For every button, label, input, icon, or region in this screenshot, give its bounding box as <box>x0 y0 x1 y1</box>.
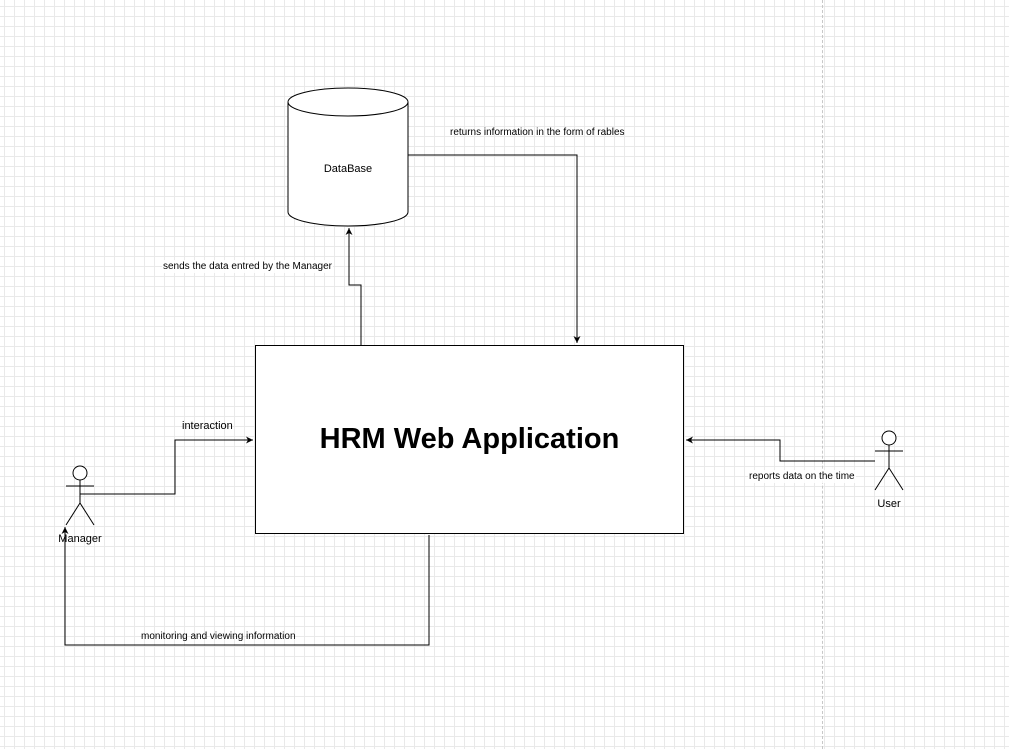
hrm-web-application-title: HRM Web Application <box>319 423 620 455</box>
edge-label-returns-information: returns information in the form of rable… <box>450 127 625 138</box>
database-cylinder[interactable] <box>287 87 409 227</box>
manager-actor-icon[interactable] <box>65 465 95 526</box>
manager-label: Manager <box>58 533 102 545</box>
edge-database-to-app[interactable] <box>408 154 581 343</box>
edge-label-reports-data: reports data on the time <box>748 470 856 483</box>
edge-label-monitoring: monitoring and viewing information <box>141 631 296 642</box>
edge-label-sends-data: sends the data entred by the Manager <box>162 260 334 273</box>
hrm-web-application-box[interactable]: HRM Web Application <box>255 345 684 534</box>
edge-app-to-database[interactable] <box>345 228 362 345</box>
edge-user-to-app[interactable] <box>686 436 875 462</box>
user-actor-icon[interactable] <box>874 430 904 491</box>
edge-manager-to-app[interactable] <box>80 436 253 495</box>
database-label: DataBase <box>323 163 373 175</box>
page-break-line <box>822 0 823 749</box>
user-label: User <box>877 498 901 510</box>
edge-label-interaction: interaction <box>182 420 233 432</box>
edge-app-to-manager[interactable] <box>61 527 430 646</box>
